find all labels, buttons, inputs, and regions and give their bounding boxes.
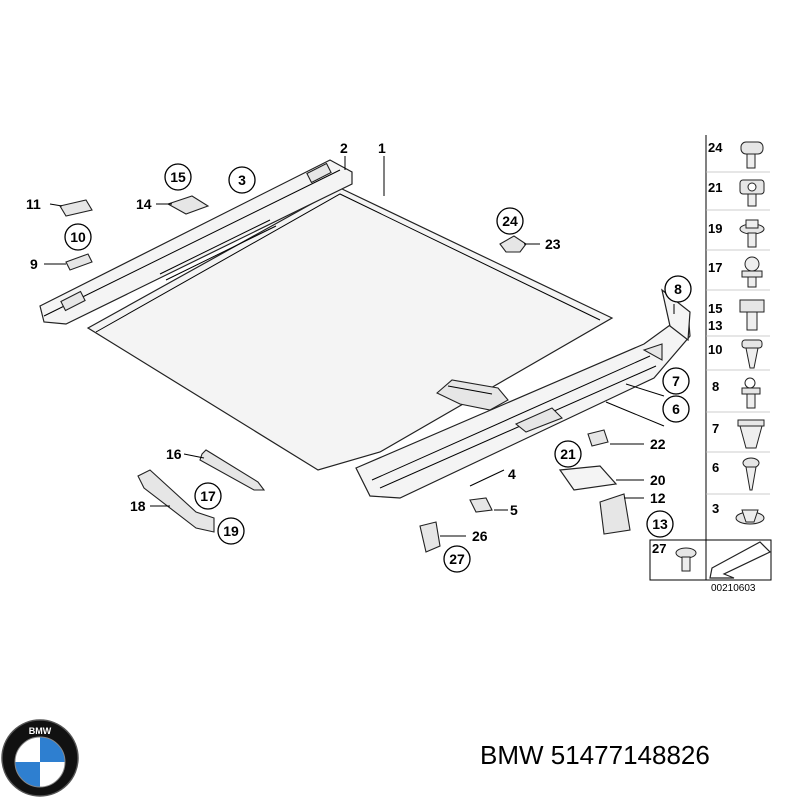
legend-label-3: 3 xyxy=(712,501,719,516)
bracket-26 xyxy=(419,521,441,553)
circled-callout-3: 3 xyxy=(228,166,256,194)
short-screw-icon xyxy=(675,547,697,572)
leader-lines xyxy=(44,156,675,537)
callout-11: 11 xyxy=(26,196,41,212)
small-parts-left xyxy=(59,195,210,271)
legend-label-19: 19 xyxy=(708,221,722,236)
bmw-logo: BMW xyxy=(1,719,79,797)
circled-callout-27: 27 xyxy=(443,545,471,573)
svg-text:10: 10 xyxy=(70,229,86,245)
callout-16: 16 xyxy=(166,446,182,462)
callout-5: 5 xyxy=(510,502,518,518)
circled-callout-19: 19 xyxy=(217,517,245,545)
bracket-18 xyxy=(137,469,215,533)
svg-text:21: 21 xyxy=(560,446,576,462)
svg-text:24: 24 xyxy=(502,213,518,229)
callout-23: 23 xyxy=(545,236,561,252)
circled-callout-21: 21 xyxy=(554,440,582,468)
circled-callout-10: 10 xyxy=(64,223,92,251)
circled-callout-7: 7 xyxy=(662,367,690,395)
legend-label-17: 17 xyxy=(708,260,722,275)
svg-text:13: 13 xyxy=(652,516,668,532)
plastic-screw-icon xyxy=(741,339,763,369)
legend-label-10: 10 xyxy=(708,342,722,357)
spreader-nut-icon xyxy=(737,419,765,449)
svg-text:15: 15 xyxy=(170,169,186,185)
legend-label-8: 8 xyxy=(712,379,719,394)
hex-bolt-icon xyxy=(739,299,765,331)
expansion-nut-icon xyxy=(739,179,765,207)
legend-label-13: 13 xyxy=(708,318,722,333)
ball-stud-icon xyxy=(741,256,763,288)
part-number-caption: BMW 51477148826 xyxy=(480,740,710,770)
legend-label-7: 7 xyxy=(712,421,719,436)
svg-text:27: 27 xyxy=(449,551,465,567)
svg-text:17: 17 xyxy=(200,488,216,504)
torx-screw-icon xyxy=(740,141,764,169)
loading-sill-cover xyxy=(355,288,691,499)
circled-callout-17: 17 xyxy=(194,482,222,510)
cover-strip-rear xyxy=(39,159,353,325)
circled-callout-15: 15 xyxy=(164,163,192,191)
legend-label-21: 21 xyxy=(708,180,722,195)
circled-callout-8: 8 xyxy=(664,275,692,303)
direction-arrow-icon xyxy=(709,541,772,579)
callout-22: 22 xyxy=(650,436,666,452)
flange-screw-icon xyxy=(739,219,765,248)
callout-4: 4 xyxy=(508,466,516,482)
legend-label-27: 27 xyxy=(652,541,666,556)
circled-callout-24: 24 xyxy=(496,207,524,235)
diagram-number: 00210603 xyxy=(711,583,756,594)
stop-22 xyxy=(587,429,609,447)
self-tapping-screw-icon xyxy=(742,457,760,491)
clip-icon xyxy=(735,509,765,525)
callout-1: 1 xyxy=(378,140,386,156)
circled-callout-6: 6 xyxy=(662,395,690,423)
svg-text:19: 19 xyxy=(223,523,239,539)
callout-9: 9 xyxy=(30,256,38,272)
legend-label-6: 6 xyxy=(712,460,719,475)
callout-2: 2 xyxy=(340,140,348,156)
svg-text:7: 7 xyxy=(672,373,680,389)
callout-18: 18 xyxy=(130,498,146,514)
svg-text:8: 8 xyxy=(674,281,682,297)
callout-26: 26 xyxy=(472,528,488,544)
circled-callout-13: 13 xyxy=(646,510,674,538)
legend-label-24: 24 xyxy=(708,140,723,155)
gas-strut xyxy=(199,449,266,491)
callout-12: 12 xyxy=(650,490,666,506)
svg-text:3: 3 xyxy=(238,172,246,188)
callout-14: 14 xyxy=(136,196,152,212)
svg-text:6: 6 xyxy=(672,401,680,417)
svg-text:BMW: BMW xyxy=(29,726,52,736)
callout-20: 20 xyxy=(650,472,666,488)
fastener-legend: 24 21 19 17 15 13 10 8 7 6 3 27 xyxy=(649,135,772,594)
cap-5 xyxy=(469,497,493,513)
latch-20 xyxy=(558,465,618,491)
legend-label-15: 15 xyxy=(708,301,722,316)
luggage-compartment-floor-panel xyxy=(86,187,614,471)
push-pin-icon xyxy=(741,377,761,409)
bracket-23 xyxy=(499,235,527,253)
bracket-12 xyxy=(599,493,631,535)
